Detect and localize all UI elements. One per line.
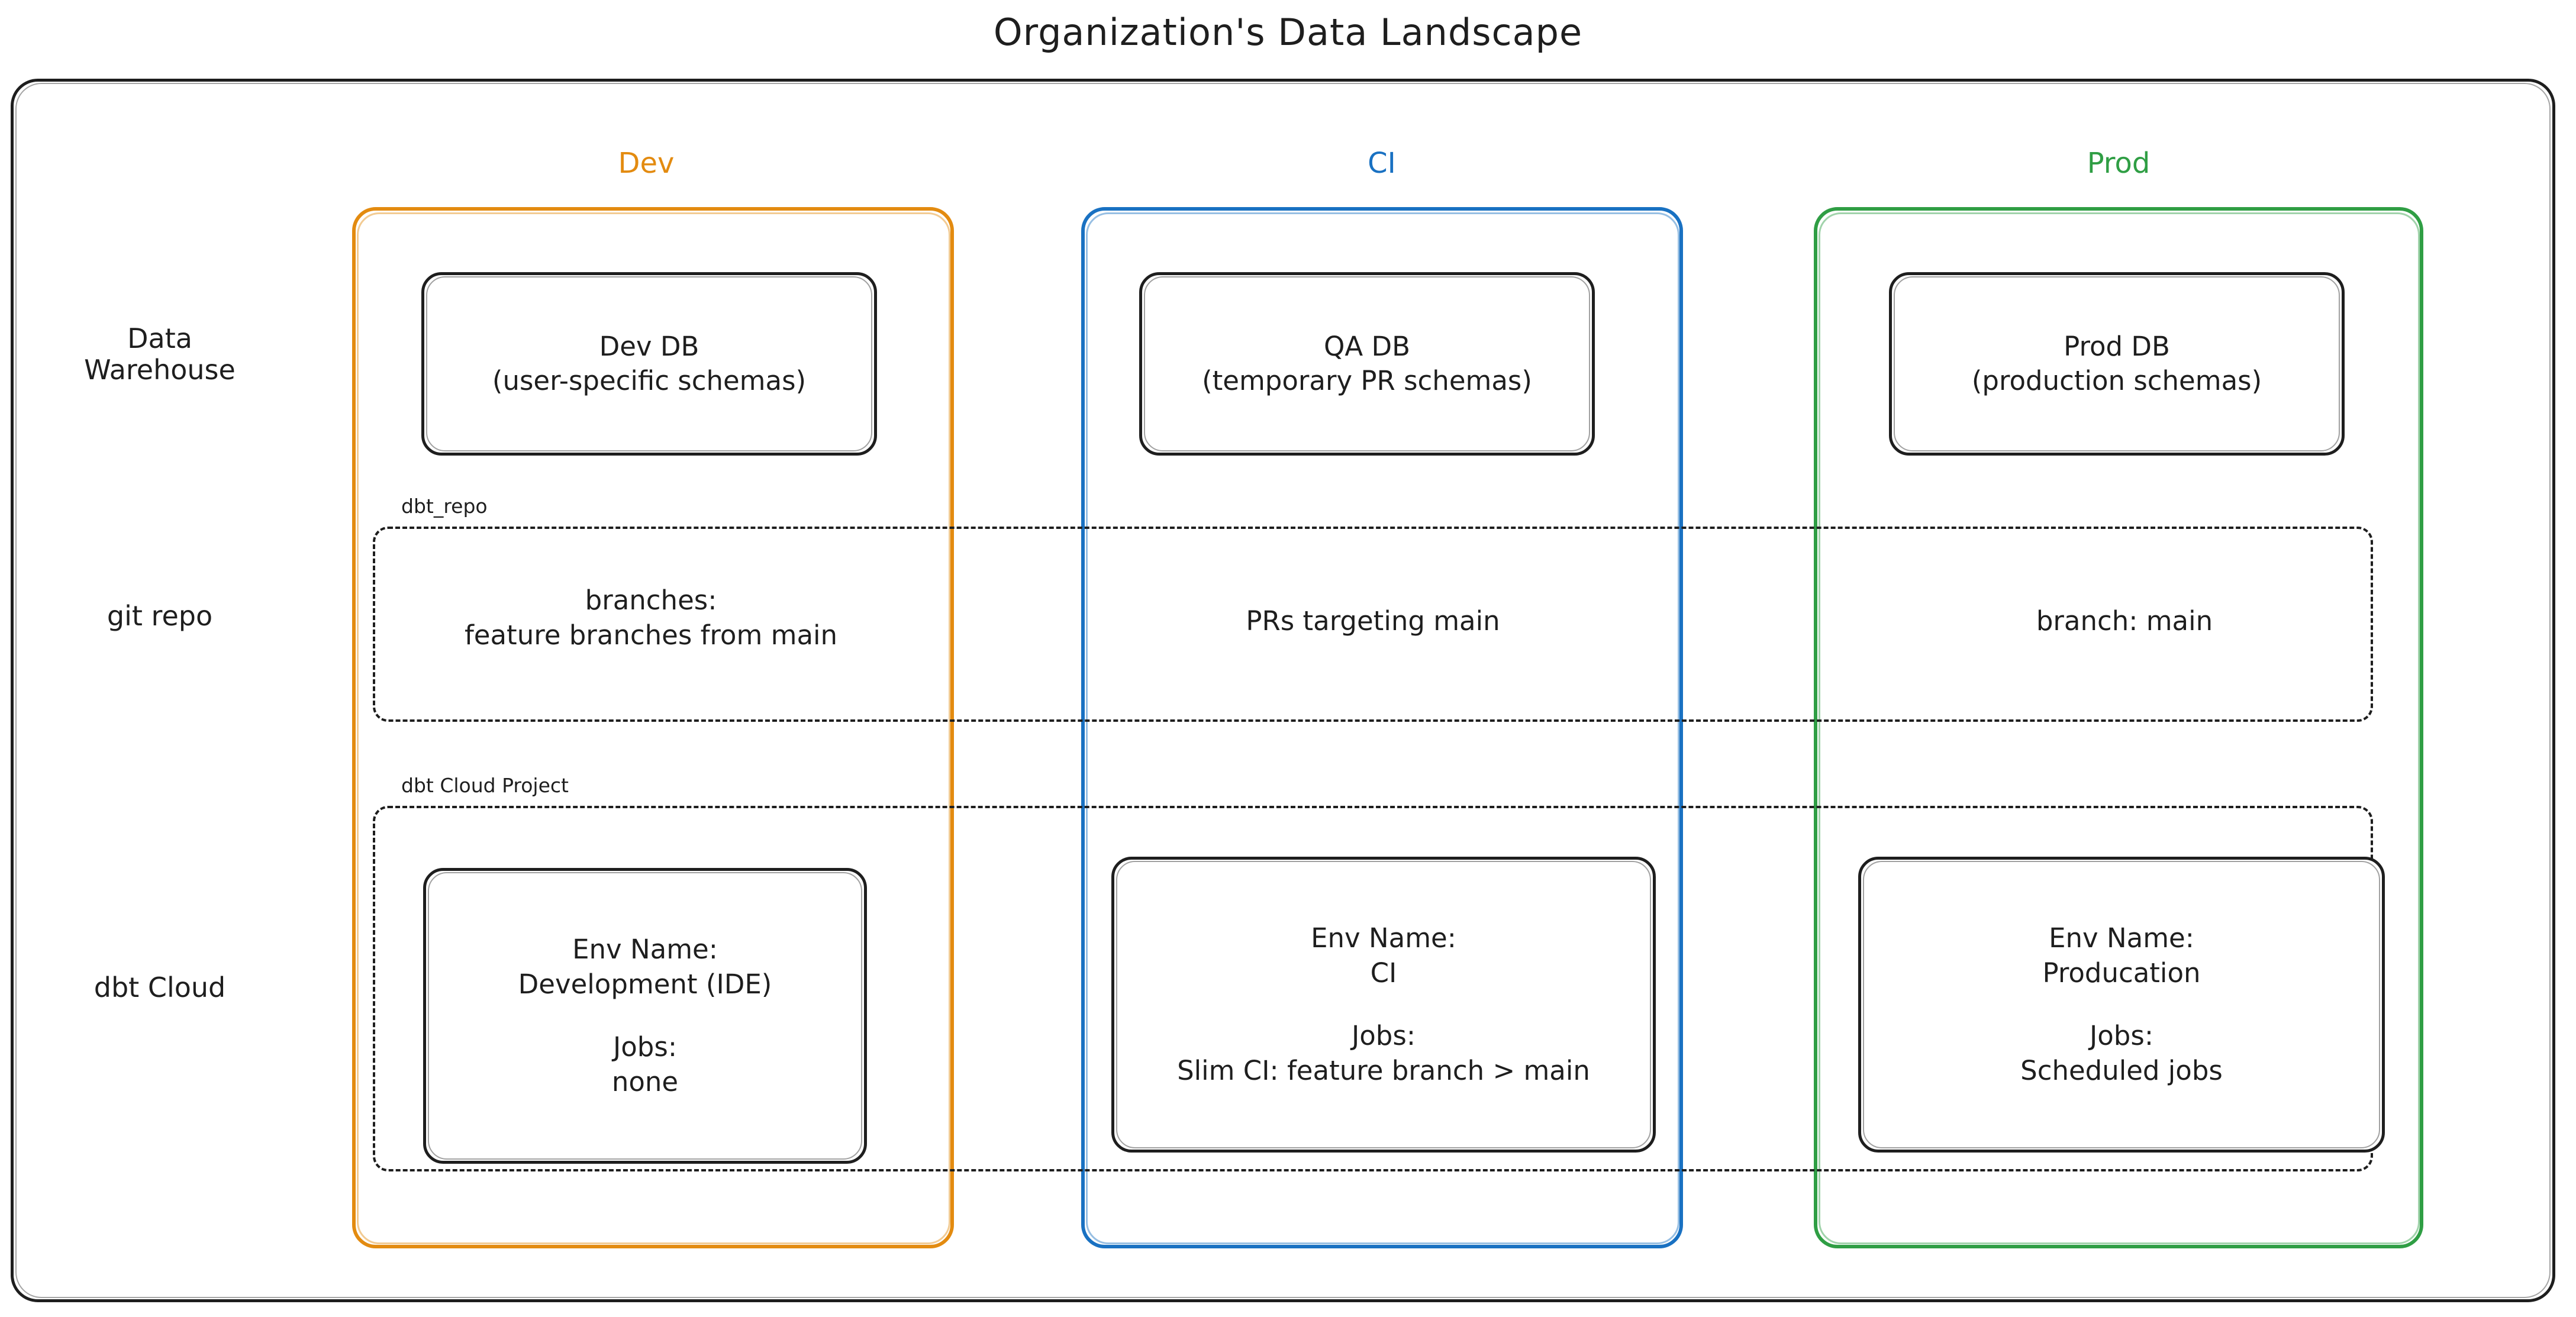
node-dbt-cloud-ci-env-value: CI: [1370, 957, 1397, 989]
node-dbt-cloud-prod-jobs-label: Jobs:: [2090, 1020, 2153, 1051]
diagram-outer-frame: [11, 79, 2555, 1302]
row-label-line-2: Warehouse: [84, 354, 236, 386]
node-dev-db-subtitle: (user-specific schemas): [492, 365, 807, 396]
page-title: Organization's Data Landscape: [993, 11, 1583, 54]
git-repo-dev-text: branches: feature branches from main: [388, 583, 914, 653]
node-dbt-cloud-prod-env-label: Env Name:: [2049, 922, 2194, 954]
column-header-prod: Prod: [2087, 147, 2151, 180]
node-dbt-cloud-dev[interactable]: Env Name: Development (IDE) Jobs: none: [423, 868, 867, 1164]
node-dev-db[interactable]: Dev DB (user-specific schemas): [421, 272, 877, 456]
node-dbt-cloud-ci-jobs-label: Jobs:: [1352, 1020, 1416, 1051]
node-dbt-cloud-prod-env-value: Producation: [2042, 957, 2201, 989]
node-dbt-cloud-prod-jobs-value: Scheduled jobs: [2020, 1054, 2223, 1086]
row-label-dbt-cloud: dbt Cloud: [94, 971, 226, 1003]
node-dbt-cloud-dev-jobs-label: Jobs:: [613, 1031, 677, 1063]
git-repo-prod-text: branch: main: [2036, 605, 2213, 637]
node-qa-db-subtitle: (temporary PR schemas): [1202, 365, 1532, 396]
column-header-dev: Dev: [618, 147, 675, 180]
node-dev-db-title: Dev DB: [599, 330, 699, 362]
group-container-dbt-cloud-project: dbt Cloud Project: [373, 774, 2373, 1171]
git-repo-dev-line-2: feature branches from main: [464, 619, 838, 651]
node-prod-db-subtitle: (production schemas): [1971, 365, 2262, 396]
group-container-dbt-repo: dbt_repo: [373, 495, 2373, 722]
column-header-ci: CI: [1368, 147, 1396, 180]
row-label-git-repo: git repo: [107, 600, 213, 632]
node-qa-db[interactable]: QA DB (temporary PR schemas): [1139, 272, 1595, 456]
node-prod-db[interactable]: Prod DB (production schemas): [1889, 272, 2345, 456]
node-dbt-cloud-ci-env-label: Env Name:: [1311, 922, 1456, 954]
env-column-prod: [1814, 207, 2423, 1248]
git-repo-ci-text: PRs targeting main: [1246, 605, 1500, 637]
node-dbt-cloud-ci-jobs-value: Slim CI: feature branch > main: [1177, 1054, 1590, 1086]
node-dbt-cloud-dev-env-label: Env Name:: [572, 934, 718, 965]
env-column-dev: [352, 207, 954, 1248]
row-label-data-warehouse: Data Warehouse: [36, 322, 284, 386]
group-label-dbt-repo: dbt_repo: [396, 495, 492, 518]
row-label-line-1: Data: [127, 322, 192, 354]
node-prod-db-title: Prod DB: [2064, 330, 2170, 362]
node-dbt-cloud-ci[interactable]: Env Name: CI Jobs: Slim CI: feature bran…: [1111, 857, 1656, 1153]
env-column-ci: [1081, 207, 1683, 1248]
node-qa-db-title: QA DB: [1323, 330, 1411, 362]
node-dbt-cloud-prod[interactable]: Env Name: Producation Jobs: Scheduled jo…: [1858, 857, 2385, 1153]
node-dbt-cloud-dev-env-value: Development (IDE): [518, 968, 772, 1000]
group-label-dbt-cloud-project: dbt Cloud Project: [396, 774, 573, 797]
git-repo-dev-line-1: branches:: [585, 585, 717, 616]
node-dbt-cloud-dev-jobs-value: none: [611, 1066, 679, 1098]
